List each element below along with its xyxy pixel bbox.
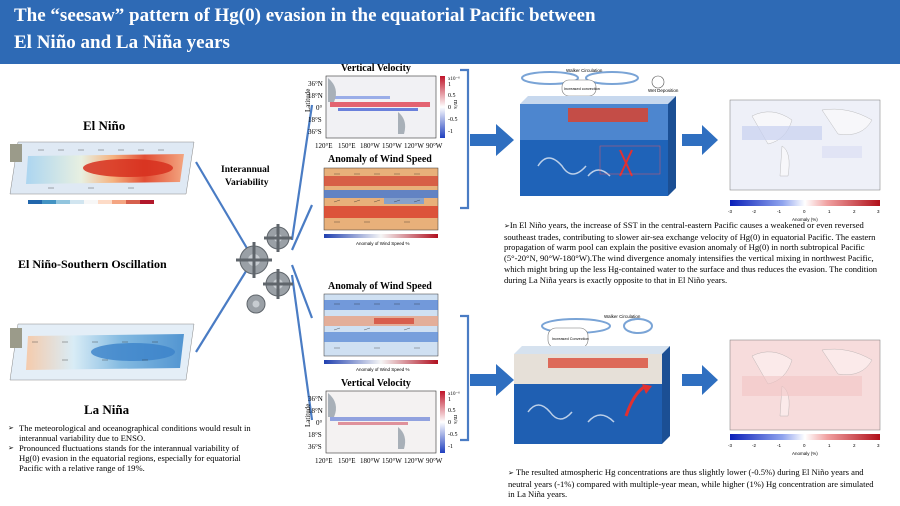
- el-nino-label: El Niño: [83, 118, 126, 133]
- vv-tick: -1: [448, 129, 453, 135]
- left-bullets: The meteorological and oceanographical c…: [8, 423, 258, 473]
- anomaly-tick: 2: [853, 209, 856, 214]
- anomaly-tick: 1: [828, 209, 831, 214]
- lat-tick: 36°N: [308, 80, 323, 88]
- lon-tick: 150°W: [382, 142, 402, 150]
- increased-convection-label: Increased convection: [564, 87, 600, 91]
- lon-tick: 150°E: [338, 457, 356, 465]
- increased-convection-label-bottom: Increased Convection: [552, 337, 589, 341]
- el-nino-ocean-block-diagram: Walker Circulation Increased convection …: [520, 68, 679, 196]
- wind-colorbar-label: Anomaly of Wind Speed %: [356, 367, 410, 372]
- top-vertical-velocity-map: Latitude 36°N 18°N 0° 18°S 36°S x10⁻⁶ 1 …: [304, 75, 460, 150]
- lat-tick: 36°S: [308, 443, 322, 451]
- vv-tick: 0.5: [448, 93, 456, 99]
- bottom-vertical-velocity-map: Latitude 36°N 18°N 0° 18°S 36°S x10⁻⁶ 1 …: [304, 390, 460, 465]
- la-nina-label: La Niña: [84, 402, 130, 417]
- wet-deposition-label: Wet Deposition: [648, 88, 679, 93]
- vv-exponent: x10⁻⁶: [448, 391, 460, 397]
- anomaly-axis-label: Anomaly (%): [792, 451, 818, 456]
- bottom-vertical-velocity-title: Vertical Velocity: [341, 378, 411, 389]
- anomaly-tick: -2: [752, 443, 756, 448]
- anomaly-tick: -1: [777, 209, 781, 214]
- top-wind-anomaly-title: Anomaly of Wind Speed: [328, 154, 432, 165]
- anomaly-tick: 3: [877, 209, 880, 214]
- anomaly-tick: -3: [728, 209, 732, 214]
- concentration-description-text: The resulted atmospheric Hg concentratio…: [508, 467, 874, 500]
- vv-exponent: x10⁻⁶: [448, 76, 460, 82]
- lat-tick: 18°N: [308, 92, 323, 100]
- el-nino-sst-map: [9, 141, 195, 204]
- lat-tick: 36°S: [308, 128, 322, 136]
- bottom-wind-anomaly-map: Anomaly of Wind Speed %: [323, 293, 439, 372]
- enso-label: El Niño-Southern Oscillation: [18, 257, 167, 271]
- la-nina-sst-map: [9, 323, 195, 381]
- anomaly-tick: 2: [853, 443, 856, 448]
- el-nino-description-text: In El Niño years, the increase of SST in…: [504, 220, 878, 285]
- vv-tick: -0.5: [448, 117, 458, 123]
- vv-tick: 0: [448, 105, 451, 111]
- anomaly-tick: -1: [777, 443, 781, 448]
- walker-circulation-label: Walker Circulation: [566, 68, 603, 73]
- lon-tick: 120°E: [315, 142, 333, 150]
- bullet-item: Pronounced fluctuations stands for the i…: [8, 443, 258, 473]
- top-vertical-velocity-title: Vertical Velocity: [341, 63, 411, 74]
- el-nino-description: ➢In El Niño years, the increase of SST i…: [504, 220, 880, 285]
- lat-tick: 36°N: [308, 395, 323, 403]
- anomaly-tick: 3: [877, 443, 880, 448]
- bullet-item: The meteorological and oceanographical c…: [8, 423, 258, 443]
- anomaly-tick: -3: [728, 443, 732, 448]
- lon-tick: 150°W: [382, 457, 402, 465]
- variability-label-line1: Interannual: [221, 165, 270, 175]
- page-title-line2: El Niño and La Niña years: [14, 32, 230, 53]
- lat-tick: 0°: [316, 104, 323, 112]
- la-nina-ocean-block-diagram: Walker Circulation Increased Convection: [514, 314, 670, 444]
- lon-tick: 120°W: [404, 142, 424, 150]
- lon-tick: 90°W: [426, 142, 443, 150]
- el-nino-hg-anomaly-map: -3 -2 -1 0 1 2 3 Anomaly (%): [728, 99, 881, 222]
- lat-tick: 0°: [316, 419, 323, 427]
- vv-tick: 1: [448, 82, 451, 88]
- concentration-description: ➢ The resulted atmospheric Hg concentrat…: [508, 467, 878, 500]
- lon-tick: 120°W: [404, 457, 424, 465]
- lon-tick: 120°E: [315, 457, 333, 465]
- variability-label-line2: Variability: [225, 178, 269, 188]
- bullet-arrow-icon: ➢: [508, 469, 514, 477]
- bullet-arrow-icon: ➢: [504, 222, 510, 230]
- anomaly-tick: -2: [752, 209, 756, 214]
- anomaly-tick: 1: [828, 443, 831, 448]
- anomaly-axis-label: Anomaly (%): [792, 217, 818, 222]
- wind-colorbar-label: Anomaly of Wind Speed %: [356, 241, 410, 246]
- vv-tick: 1: [448, 397, 451, 403]
- bottom-wind-anomaly-title: Anomaly of Wind Speed: [328, 281, 432, 292]
- lat-tick: 18°N: [308, 407, 323, 415]
- lat-tick: 18°S: [308, 116, 322, 124]
- lon-tick: 90°W: [426, 457, 443, 465]
- lat-tick: 18°S: [308, 431, 322, 439]
- anomaly-tick: 0: [803, 209, 806, 214]
- vv-tick: -0.5: [448, 432, 458, 438]
- vv-unit: m/s: [452, 415, 458, 424]
- gears-icon: [236, 224, 293, 314]
- lat-axis-label: Latitude: [304, 89, 312, 112]
- top-wind-anomaly-map: Anomaly of Wind Speed %: [323, 167, 439, 246]
- vv-tick: 0.5: [448, 408, 456, 414]
- header-banner: The “seesaw” pattern of Hg(0) evasion in…: [0, 0, 900, 64]
- lon-tick: 150°E: [338, 142, 356, 150]
- lon-tick: 180°W: [360, 142, 380, 150]
- vv-unit: m/s: [452, 100, 458, 109]
- walker-circulation-label-bottom: Walker Circulation: [604, 314, 641, 319]
- vv-tick: -1: [448, 444, 453, 450]
- page-title-line1: The “seesaw” pattern of Hg(0) evasion in…: [14, 5, 596, 26]
- la-nina-hg-anomaly-map: -3 -2 -1 0 1 2 3 Anomaly (%): [728, 339, 881, 456]
- vv-tick: 0: [448, 420, 451, 426]
- anomaly-tick: 0: [803, 443, 806, 448]
- lat-axis-label: Latitude: [304, 404, 312, 427]
- lon-tick: 180°W: [360, 457, 380, 465]
